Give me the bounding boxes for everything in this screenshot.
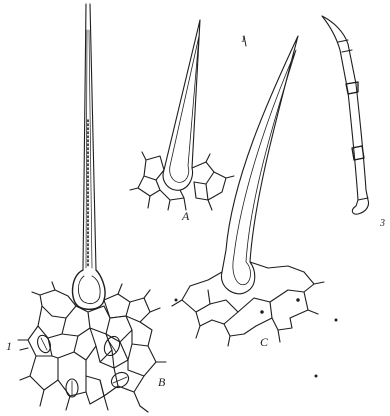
hair-b-drawing (18, 4, 166, 412)
label-hair-b: B (158, 376, 165, 388)
hair-3-drawing (322, 16, 369, 214)
label-hair-1-top: 1 (241, 33, 246, 45)
label-hair-3: 3 (380, 218, 385, 230)
hair-a-drawing (130, 20, 234, 210)
label-hair-c: C (260, 336, 268, 348)
label-hair-a: A (182, 210, 189, 222)
label-hair-1-left: 1 (6, 340, 12, 352)
